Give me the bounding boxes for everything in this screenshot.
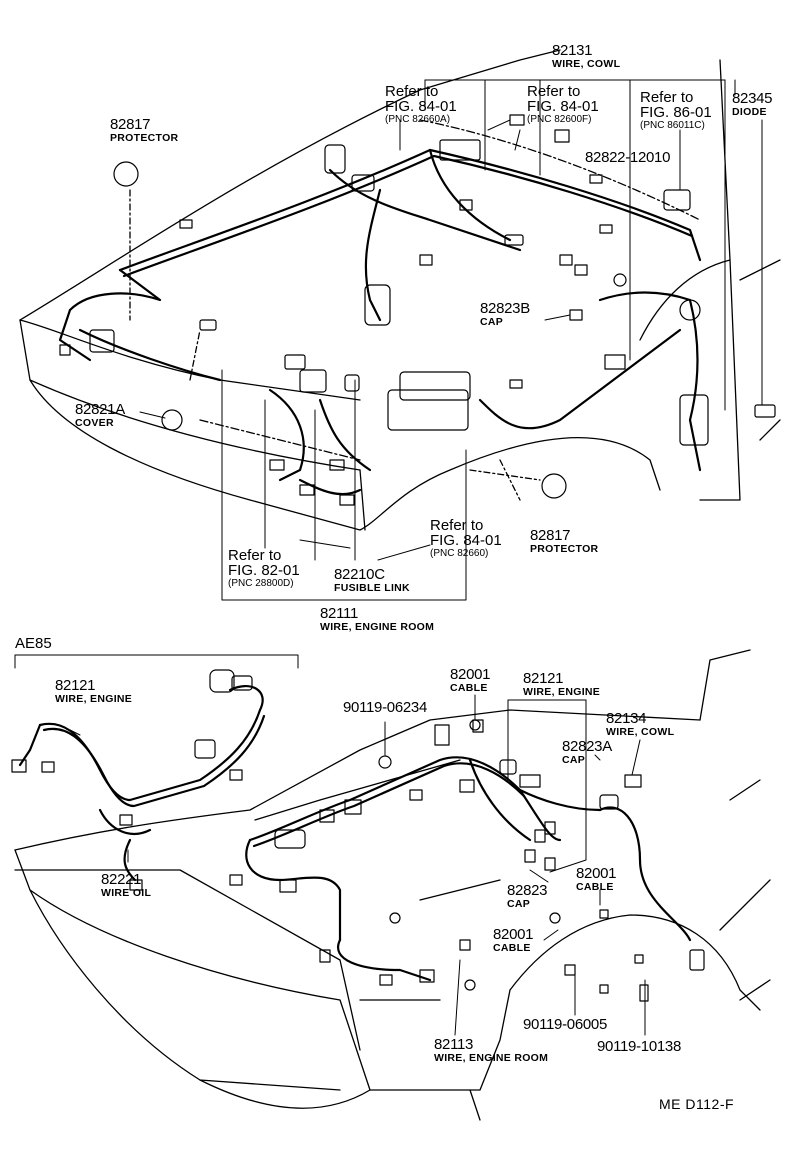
refer-fig-84-01-82660: Refer to FIG. 84-01 (PNC 82660) bbox=[430, 517, 502, 559]
refer-fig-84-01-82600f: Refer to FIG. 84-01 (PNC 82600F) bbox=[527, 83, 599, 125]
label-82822-12010: 82822-12010 bbox=[585, 149, 671, 166]
label-82001-top: 82001 CABLE bbox=[450, 666, 491, 694]
refer-fig-84-01-82660a: Refer to FIG. 84-01 (PNC 82660A) bbox=[385, 83, 457, 125]
label-82131: 82131 WIRE, COWL bbox=[552, 42, 621, 70]
label-82134: 82134 WIRE, COWL bbox=[606, 710, 675, 738]
top-connectors bbox=[59, 114, 776, 506]
label-82210c: 82210C FUSIBLE LINK bbox=[334, 566, 410, 594]
bottom-connectors bbox=[11, 669, 705, 1002]
top-harness-main bbox=[58, 148, 702, 496]
label-82817-bottom: 82817 PROTECTOR bbox=[530, 527, 599, 555]
bottom-harness-main bbox=[18, 685, 692, 982]
label-82113: 82113 WIRE, ENGINE ROOM bbox=[434, 1036, 549, 1064]
label-82111: 82111 WIRE, ENGINE ROOM bbox=[320, 605, 435, 633]
ae85-bracket bbox=[14, 654, 299, 669]
bottom-body-outline bbox=[14, 649, 771, 1121]
label-82001-bottom: 82001 CABLE bbox=[493, 926, 534, 954]
label-90119-10138: 90119-10138 bbox=[597, 1038, 682, 1055]
label-82817-top: 82817 PROTECTOR bbox=[110, 116, 179, 144]
refer-fig-86-01-86011c: Refer to FIG. 86-01 (PNC 86011C) bbox=[640, 89, 712, 131]
diagram-code: ME D112-F bbox=[659, 1096, 735, 1112]
label-82821a: 82821A COVER bbox=[75, 401, 125, 429]
refer-fig-82-01-28800d: Refer to FIG. 82-01 (PNC 28800D) bbox=[228, 547, 300, 589]
label-82001-middle: 82001 CABLE bbox=[576, 865, 617, 893]
label-82121-left: 82121 WIRE, ENGINE bbox=[55, 677, 133, 705]
label-82823b: 82823B CAP bbox=[480, 300, 530, 328]
label-82121-right: 82121 WIRE, ENGINE bbox=[523, 670, 601, 698]
label-82345: 82345 DIODE bbox=[732, 90, 773, 118]
top-leader-lines bbox=[139, 79, 763, 601]
label-82823: 82823 CAP bbox=[507, 882, 548, 910]
label-90119-06005: 90119-06005 bbox=[523, 1016, 608, 1033]
label-82221: 82221 WIRE OIL bbox=[101, 871, 152, 899]
label-90119-06234: 90119-06234 bbox=[343, 699, 428, 716]
label-82823a: 82823A CAP bbox=[562, 738, 612, 766]
section-title-ae85: AE85 bbox=[15, 635, 52, 652]
bottom-leader-lines bbox=[69, 694, 646, 1036]
